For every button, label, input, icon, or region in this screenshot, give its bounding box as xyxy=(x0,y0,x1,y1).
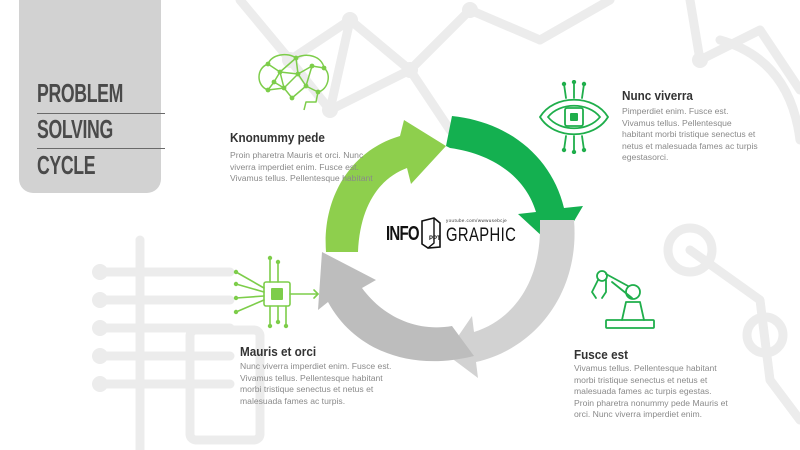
step-3-heading: Fusce est xyxy=(574,347,628,362)
step-2-heading: Nunc viverra xyxy=(622,88,693,103)
title-line-2: SOLVING xyxy=(37,114,113,144)
title-divider xyxy=(37,113,165,114)
logo-text-right: GRAPHIC xyxy=(446,225,517,246)
circuit-eye-icon xyxy=(538,80,610,154)
step-4-body: Nunc viverra imperdiet enim. Fusce est. … xyxy=(240,361,392,406)
cycle-arrow-1 xyxy=(325,120,446,252)
infographic-logo: INFO PPT youtube.com/wwwusebcje GRAPHIC xyxy=(386,211,526,261)
step-1-heading: Knonummy pede xyxy=(230,130,325,145)
logo-url: youtube.com/wwwusebcje xyxy=(446,218,508,223)
microchip-icon xyxy=(233,255,320,329)
step-3-body: Vivamus tellus. Pellentesque habitant mo… xyxy=(574,363,728,420)
title-divider xyxy=(37,148,165,149)
title-line-1: PROBLEM xyxy=(37,78,124,108)
cycle-arrow-2 xyxy=(446,116,583,250)
title-panel: PROBLEM SOLVING CYCLE xyxy=(19,0,165,193)
step-2-body: Pimperdiet enim. Fusce est. Vivamus tell… xyxy=(622,106,758,163)
title-line-3: CYCLE xyxy=(37,150,96,180)
logo-badge: PPT xyxy=(429,236,441,242)
book-icon xyxy=(421,217,441,249)
step-1-body: Proin pharetra Mauris et orci. Nunc vive… xyxy=(230,150,373,184)
robot-arm-icon xyxy=(591,270,655,329)
step-4-heading: Mauris et orci xyxy=(240,344,317,359)
brain-network-icon xyxy=(258,53,329,111)
cycle-arrow-4 xyxy=(318,252,474,362)
logo-text-left: INFO xyxy=(386,223,420,245)
cycle-arrow-3 xyxy=(446,220,575,378)
